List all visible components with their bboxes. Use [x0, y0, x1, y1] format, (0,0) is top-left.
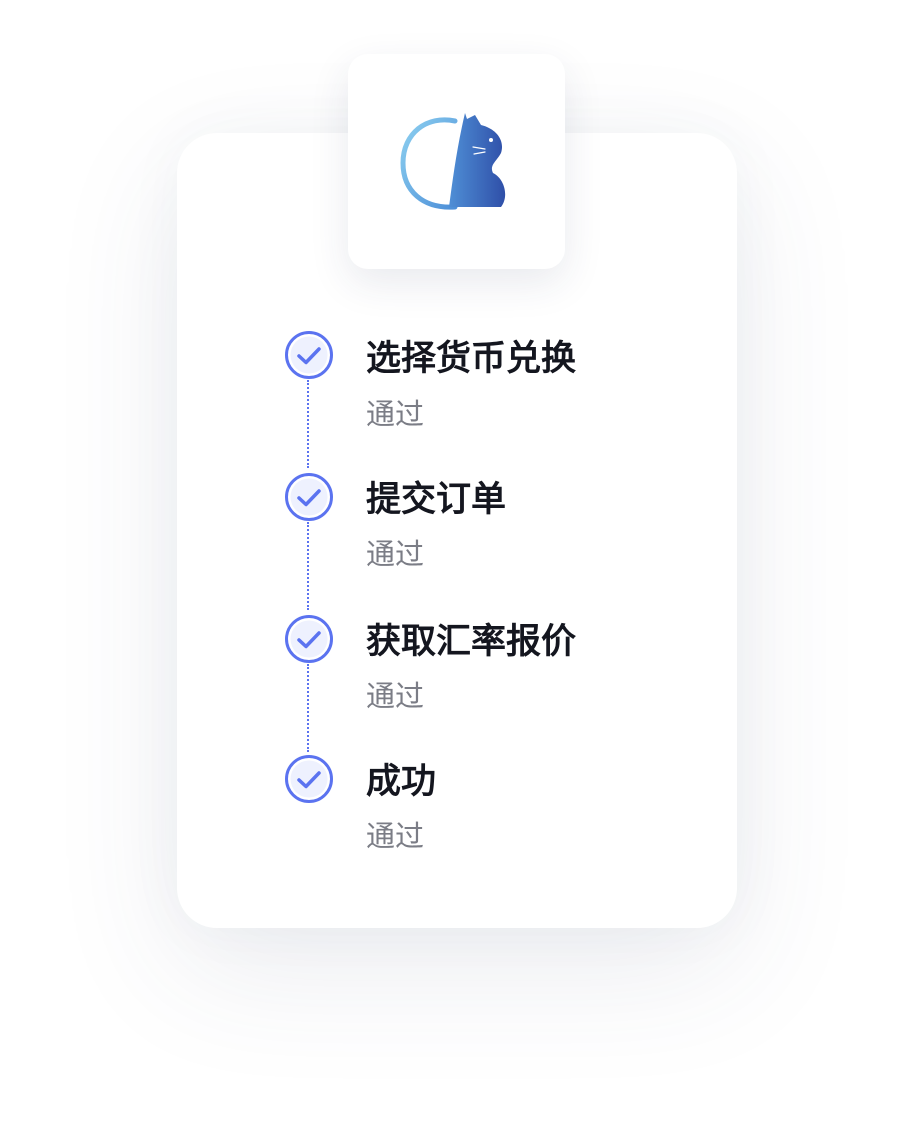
step-status: 通过 [366, 397, 425, 431]
cat-logo-icon [399, 112, 505, 210]
step-status: 通过 [366, 819, 425, 853]
step-title: 获取汇率报价 [366, 622, 577, 662]
step-title: 成功 [366, 762, 437, 802]
check-circle-icon [285, 473, 333, 521]
step-status: 通过 [366, 679, 425, 713]
check-circle-icon [285, 331, 333, 379]
check-circle-icon [285, 615, 333, 663]
step-connector [307, 522, 309, 610]
logo-tile [348, 54, 565, 269]
check-circle-icon [285, 755, 333, 803]
step-connector [307, 664, 309, 752]
step-title: 提交订单 [366, 480, 507, 520]
step-status: 通过 [366, 537, 425, 571]
step-connector [307, 380, 309, 468]
step-title: 选择货币兑换 [366, 339, 577, 379]
